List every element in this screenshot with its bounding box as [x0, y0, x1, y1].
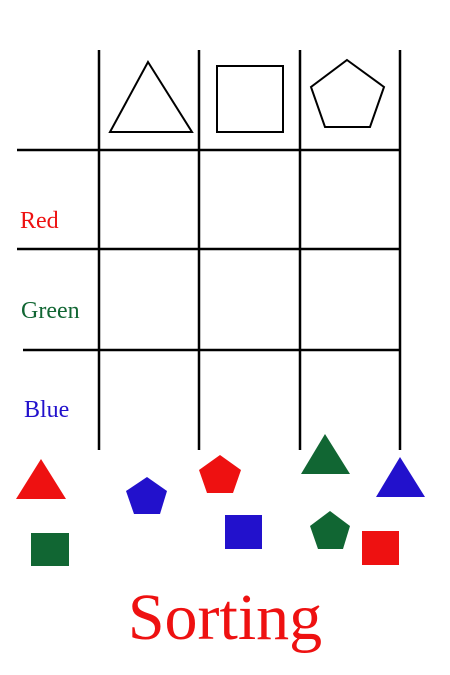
- page-title: Sorting: [127, 581, 323, 654]
- row-label-blue: Blue: [24, 397, 70, 423]
- piece-blue-square[interactable]: [225, 515, 262, 549]
- piece-blue-pentagon[interactable]: [126, 477, 167, 514]
- header-pentagon-icon: [309, 58, 386, 128]
- row-label-green: Green: [21, 298, 80, 324]
- piece-red-pentagon[interactable]: [199, 455, 241, 493]
- piece-red-square[interactable]: [362, 531, 399, 565]
- header-triangle-icon: [108, 60, 194, 133]
- piece-blue-triangle[interactable]: [376, 457, 425, 497]
- piece-green-triangle[interactable]: [301, 434, 350, 474]
- piece-red-triangle[interactable]: [16, 459, 66, 499]
- row-label-red: Red: [20, 208, 59, 234]
- piece-green-square[interactable]: [31, 533, 69, 566]
- header-square-icon: [216, 65, 284, 133]
- piece-green-pentagon[interactable]: [310, 511, 350, 549]
